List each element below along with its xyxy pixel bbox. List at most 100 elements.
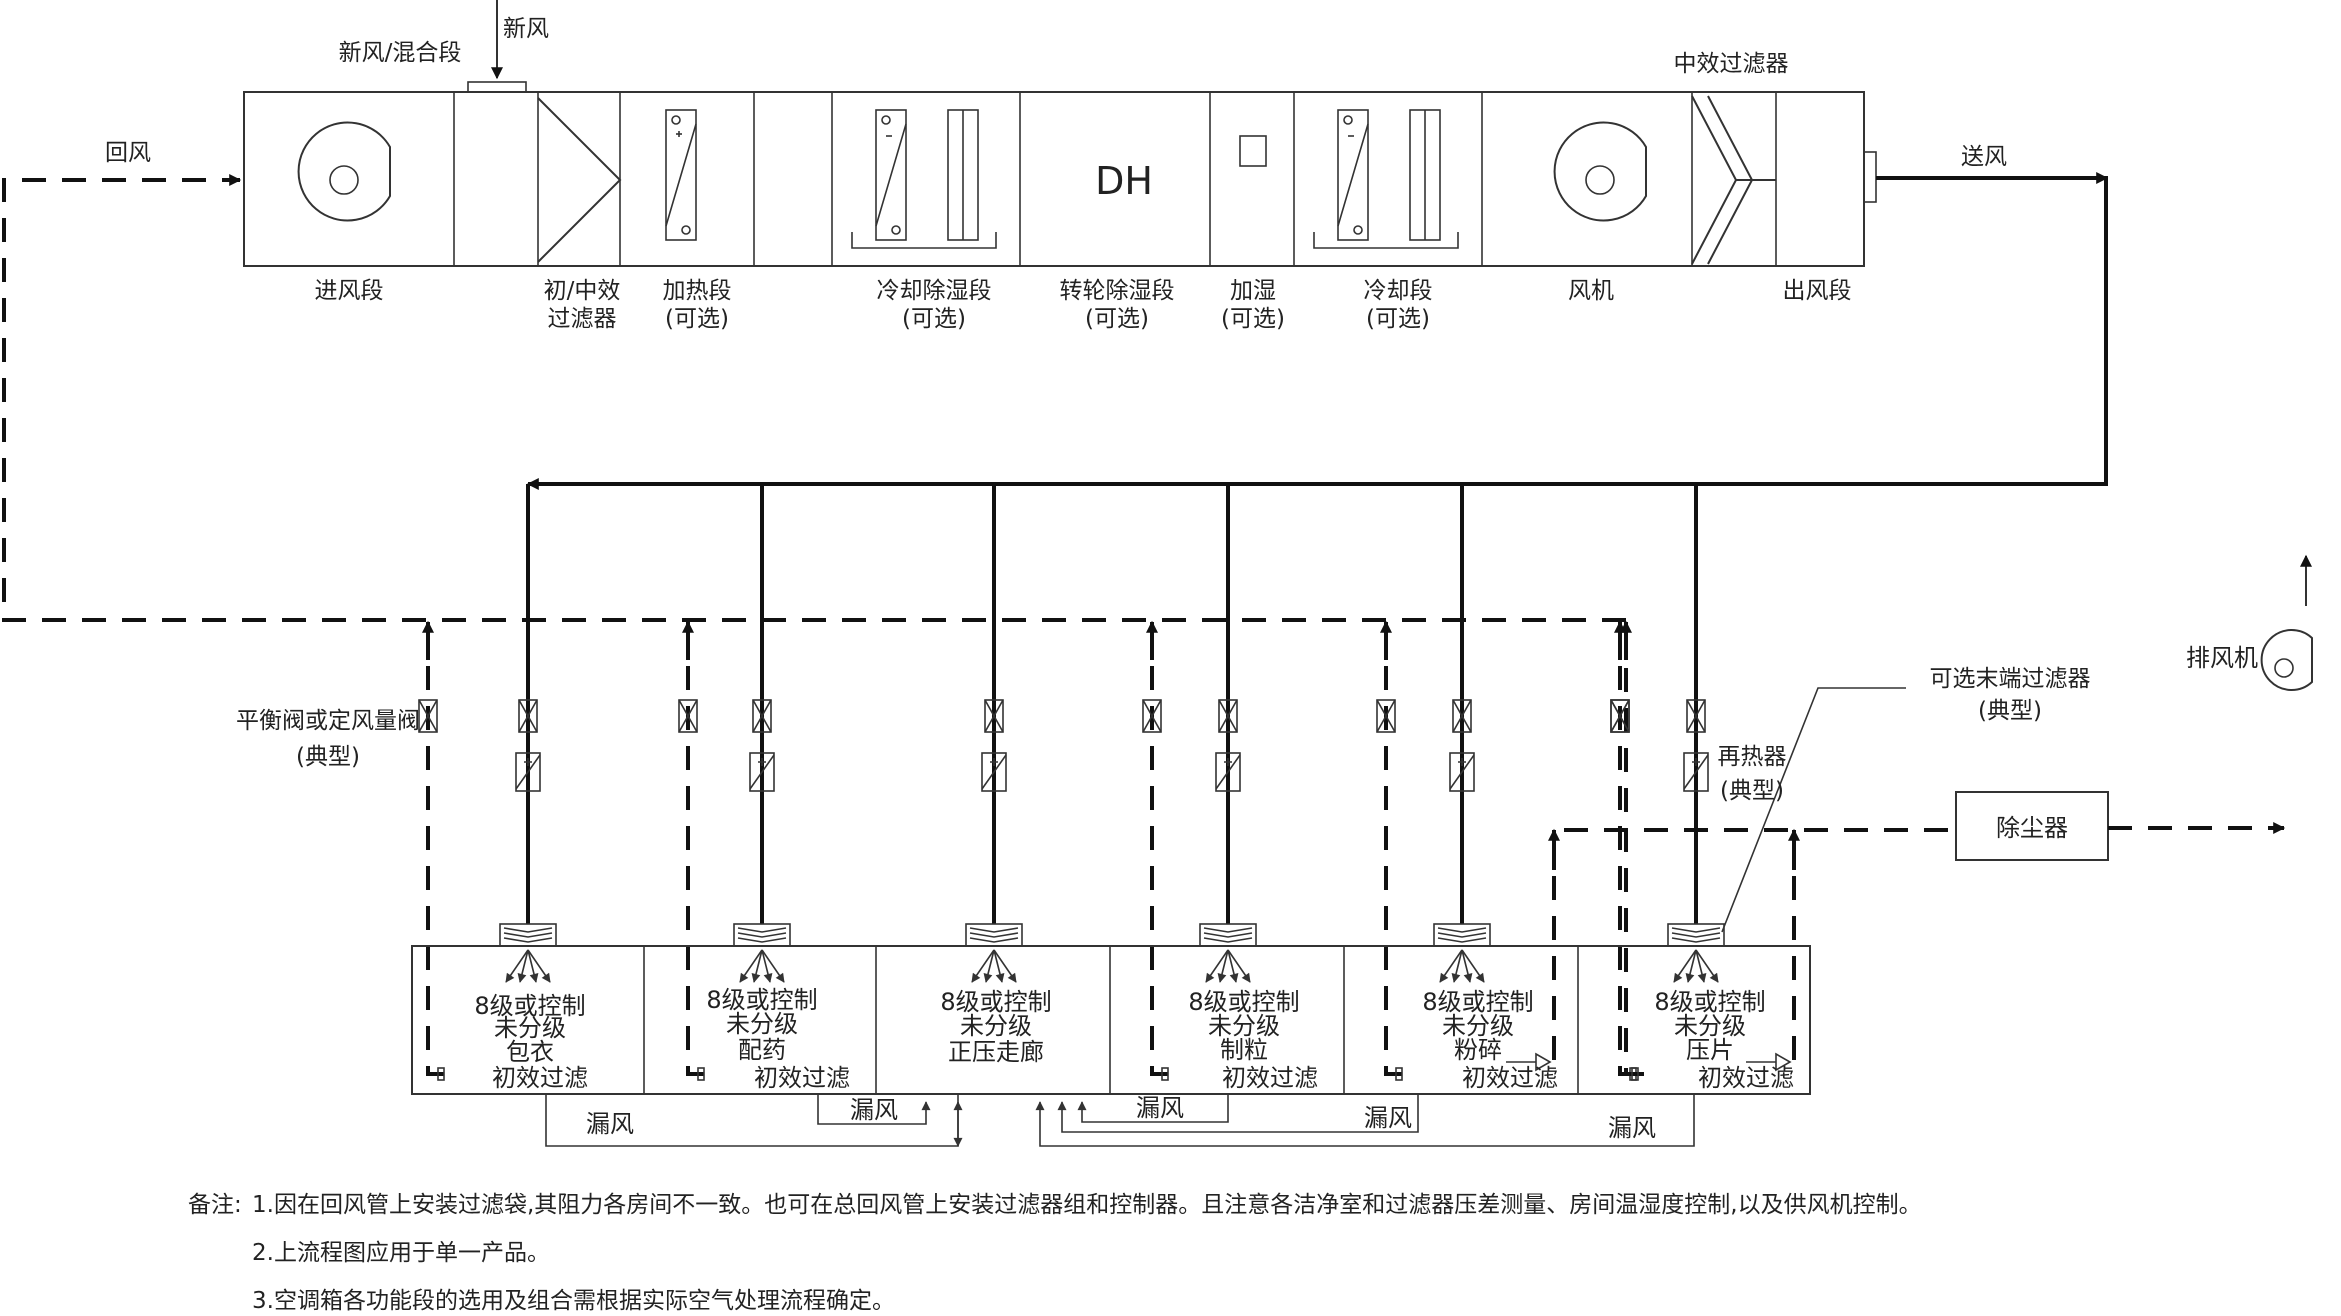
damper-icon	[752, 699, 772, 733]
section-label-2: (可选)	[665, 306, 729, 332]
diffuser-airflow	[1461, 949, 1485, 983]
primary-filter-icon	[537, 97, 622, 263]
damper-icon	[418, 699, 438, 733]
section-label: 加热段	[663, 278, 732, 304]
damper-icon	[984, 699, 1004, 733]
section-label: 转轮除湿段	[1060, 278, 1175, 304]
section-label-2: 过滤器	[548, 306, 617, 332]
section-label: 进风段	[315, 278, 384, 304]
diffuser-airflow	[971, 949, 995, 983]
room-class: 8级或控制	[474, 992, 585, 1020]
damper-icon	[1610, 699, 1630, 733]
terminal-filter-label-2: (典型)	[1978, 698, 2042, 724]
diffuser-icon	[969, 927, 1019, 933]
desiccant-wheel-label: DH	[1095, 159, 1153, 203]
cleanroom-block	[411, 945, 1811, 1095]
mixing-section-label: 新风/混合段	[339, 40, 462, 66]
drain-pan-2	[1313, 232, 1459, 249]
damper-icon	[418, 699, 438, 733]
diffuser-airflow	[993, 949, 1017, 983]
dust-pickup-hood	[1775, 1052, 1792, 1072]
diffuser-airflow	[1451, 949, 1463, 983]
reheater-icon	[515, 752, 541, 792]
dust-pickup-hood	[1535, 1052, 1552, 1072]
room-class: 8级或控制	[1422, 988, 1533, 1016]
drain-pan	[851, 232, 997, 249]
diffuser-icon	[1671, 932, 1721, 938]
section-label-2: (可选)	[902, 306, 966, 332]
diffuser-airflow	[1227, 949, 1239, 983]
section-label-2: (可选)	[1221, 306, 1285, 332]
return-branch	[1150, 620, 1168, 1076]
return-air-label: 回风	[105, 140, 151, 166]
damper-icon	[1686, 699, 1706, 733]
reheater-icon	[1458, 758, 1466, 766]
return-branch	[426, 620, 444, 1076]
leakage-label: 漏风	[1364, 1104, 1412, 1132]
diffuser-icon	[503, 937, 553, 943]
diffuser-airflow	[761, 949, 773, 983]
reheater-icon	[524, 758, 532, 766]
branch-ducts	[418, 484, 1792, 1081]
room-grade: 未分级	[494, 1014, 566, 1042]
diffuser-icon	[503, 927, 553, 933]
room-name: 配药	[738, 1036, 786, 1064]
diffuser-icon	[1437, 927, 1487, 933]
terminal-filter-leader	[1721, 687, 1906, 933]
room-filter: 初效过滤	[1698, 1064, 1794, 1092]
diffuser-airflow	[751, 949, 763, 983]
diffuser-icon	[1671, 927, 1721, 933]
room-name: 包衣	[506, 1038, 554, 1066]
cooling-coil-2-icon	[1337, 109, 1369, 241]
room-filter: 初效过滤	[1222, 1064, 1318, 1092]
inlet-fan-icon	[297, 121, 391, 222]
note-item: 3.空调箱各功能段的选用及组合需根据实际空气处理流程确定。	[252, 1288, 895, 1314]
ahu-section-labels: 进风段 初/中效 过滤器 加热段 (可选) 冷却除湿段 (可选) 转轮除湿段 (…	[315, 278, 1852, 332]
air-handling-unit	[243, 0, 1877, 267]
return-grille	[437, 1067, 445, 1081]
diffuser-icon	[1671, 937, 1721, 943]
cooling-coil-icon	[875, 109, 907, 241]
section-label-2: (可选)	[1085, 306, 1149, 332]
diffuser-airflow	[1205, 949, 1229, 983]
leakage-label: 漏风	[850, 1096, 898, 1124]
balance-valve-label: 平衡阀或定风量阀	[236, 708, 420, 734]
room-grade: 未分级	[1208, 1012, 1280, 1040]
fresh-air-inlet	[467, 81, 527, 93]
reheater-icon	[1224, 758, 1232, 766]
damper-icon	[1142, 699, 1162, 733]
reheater-icon	[1692, 758, 1700, 766]
damper-icon	[678, 699, 698, 733]
exhaust-fan-icon	[2260, 629, 2313, 691]
reheater-icon	[990, 758, 998, 766]
room-filter: 初效过滤	[754, 1064, 850, 1092]
diffuser-icon	[1203, 932, 1253, 938]
leakage-lines: 漏风 漏风 漏风 漏风 漏风	[545, 1094, 1695, 1147]
room-class: 8级或控制	[940, 988, 1051, 1016]
diffuser-icon	[1437, 932, 1487, 938]
reheater-icon	[981, 754, 1007, 790]
diffuser-airflow	[505, 949, 529, 983]
reheater-icon	[1215, 754, 1241, 790]
room-name: 制粒	[1220, 1036, 1268, 1064]
return-branch	[686, 620, 704, 1076]
diffuser-airflow	[1673, 949, 1697, 983]
diffuser-icon	[1437, 937, 1487, 943]
dust-collector-label: 除尘器	[1996, 814, 2068, 842]
reheater-icon	[749, 754, 775, 790]
section-label: 加湿	[1230, 278, 1276, 304]
diffuser-airflow	[527, 949, 551, 983]
diffuser-airflow	[739, 949, 763, 983]
damper-icon	[1376, 699, 1396, 733]
damper-icon	[678, 699, 698, 733]
reheater-icon	[749, 752, 775, 792]
medium-filter-label: 中效过滤器	[1674, 51, 1789, 77]
supply-air-label: 送风	[1961, 144, 2007, 170]
damper-icon	[518, 699, 538, 733]
diffuser-icon	[503, 932, 553, 938]
room-name: 压片	[1686, 1036, 1734, 1064]
diffuser-airflow	[1217, 949, 1229, 983]
medium-filter-icon	[1691, 95, 1776, 265]
diffuser-icon	[737, 937, 787, 943]
supply-main-duct	[526, 176, 2108, 490]
